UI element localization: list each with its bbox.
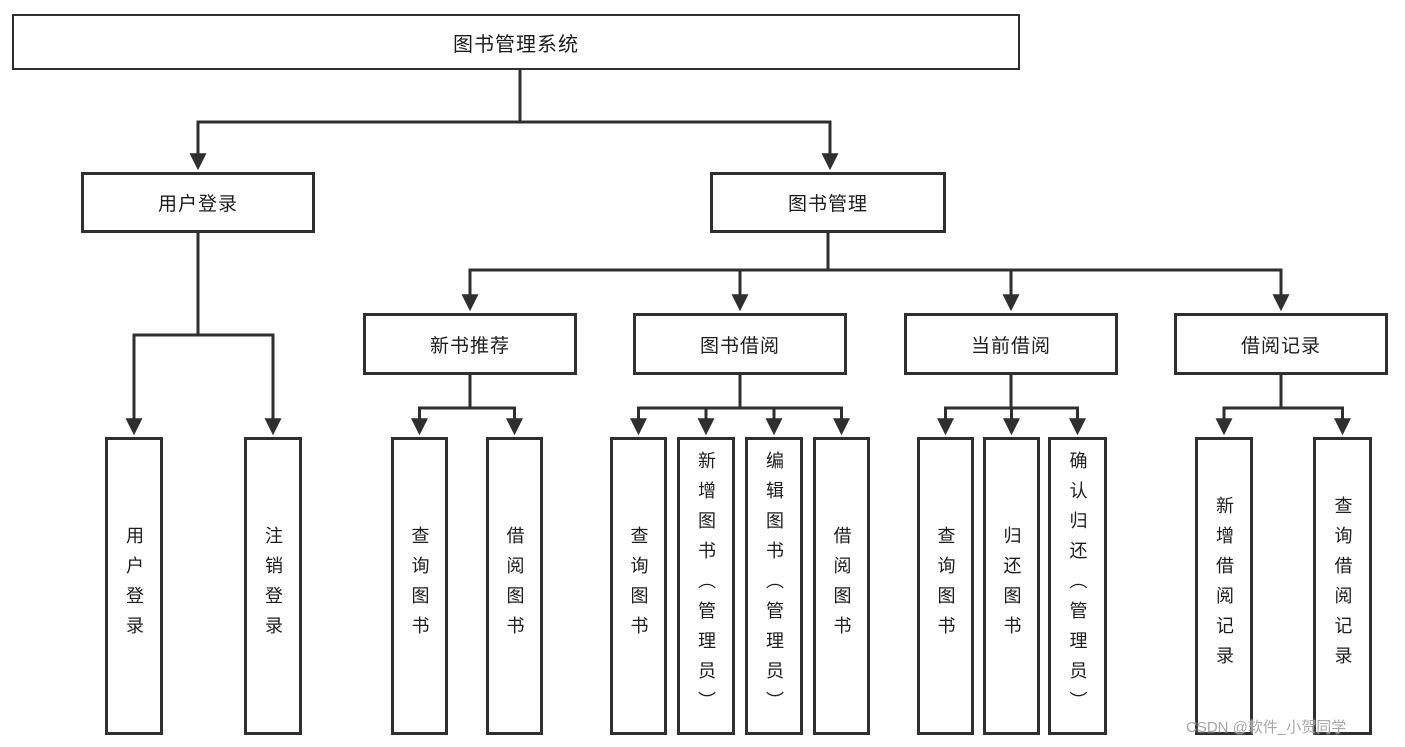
node-leaf-query-books-current-label: 查询图书 [935, 526, 956, 646]
node-leaf-user-login-label: 用户登录 [124, 526, 144, 646]
node-leaf-borrow-books: 借阅图书 [813, 437, 870, 735]
node-leaf-query-books-recommend: 查询图书 [391, 437, 448, 735]
node-leaf-query-books-borrow: 查询图书 [610, 437, 667, 735]
node-user-login-group-label: 用户登录 [157, 194, 238, 215]
node-root-system: 图书管理系统 [12, 14, 1020, 70]
node-root-label: 图书管理系统 [453, 33, 579, 56]
node-leaf-user-login: 用户登录 [105, 437, 163, 735]
node-book-borrow: 图书借阅 [633, 313, 847, 375]
node-current-borrow: 当前借阅 [904, 313, 1118, 375]
node-leaf-query-books-recommend-label: 查询图书 [409, 526, 430, 646]
node-user-login-group: 用户登录 [81, 172, 315, 233]
node-leaf-confirm-return-admin: 确认归还（管理员） [1048, 437, 1107, 735]
node-new-book-recommend-label: 新书推荐 [429, 335, 510, 357]
node-borrow-records-label: 借阅记录 [1240, 335, 1321, 357]
node-leaf-query-books-borrow-label: 查询图书 [628, 526, 649, 646]
node-leaf-borrow-books-recommend-label: 借阅图书 [504, 526, 525, 646]
node-leaf-add-books-admin-label: 新增图书（管理员） [696, 451, 716, 721]
node-leaf-edit-books-admin: 编辑图书（管理员） [745, 437, 803, 735]
node-new-book-recommend: 新书推荐 [363, 313, 577, 375]
node-leaf-query-borrow-record-label: 查询借阅记录 [1332, 496, 1353, 676]
node-leaf-query-borrow-record: 查询借阅记录 [1313, 437, 1372, 735]
node-leaf-confirm-return-admin-label: 确认归还（管理员） [1067, 451, 1088, 721]
node-borrow-records: 借阅记录 [1174, 313, 1388, 375]
node-leaf-add-borrow-record-label: 新增借阅记录 [1214, 496, 1234, 676]
node-leaf-logout-label: 注销登录 [263, 526, 283, 646]
node-book-borrow-label: 图书借阅 [699, 335, 780, 357]
node-leaf-return-books: 归还图书 [983, 437, 1040, 735]
node-leaf-add-borrow-record: 新增借阅记录 [1195, 437, 1253, 735]
node-book-management-label: 图书管理 [787, 194, 868, 215]
node-leaf-edit-books-admin-label: 编辑图书（管理员） [764, 451, 784, 721]
node-leaf-add-books-admin: 新增图书（管理员） [677, 437, 735, 735]
node-leaf-query-books-current: 查询图书 [917, 437, 974, 735]
node-leaf-borrow-books-label: 借阅图书 [831, 526, 852, 646]
node-leaf-logout: 注销登录 [244, 437, 302, 735]
node-leaf-return-books-label: 归还图书 [1001, 526, 1022, 646]
node-current-borrow-label: 当前借阅 [970, 335, 1051, 357]
csdn-watermark: CSDN @软件_小贺同学 [1186, 719, 1347, 736]
node-leaf-borrow-books-recommend: 借阅图书 [486, 437, 543, 735]
node-book-management: 图书管理 [710, 172, 946, 233]
